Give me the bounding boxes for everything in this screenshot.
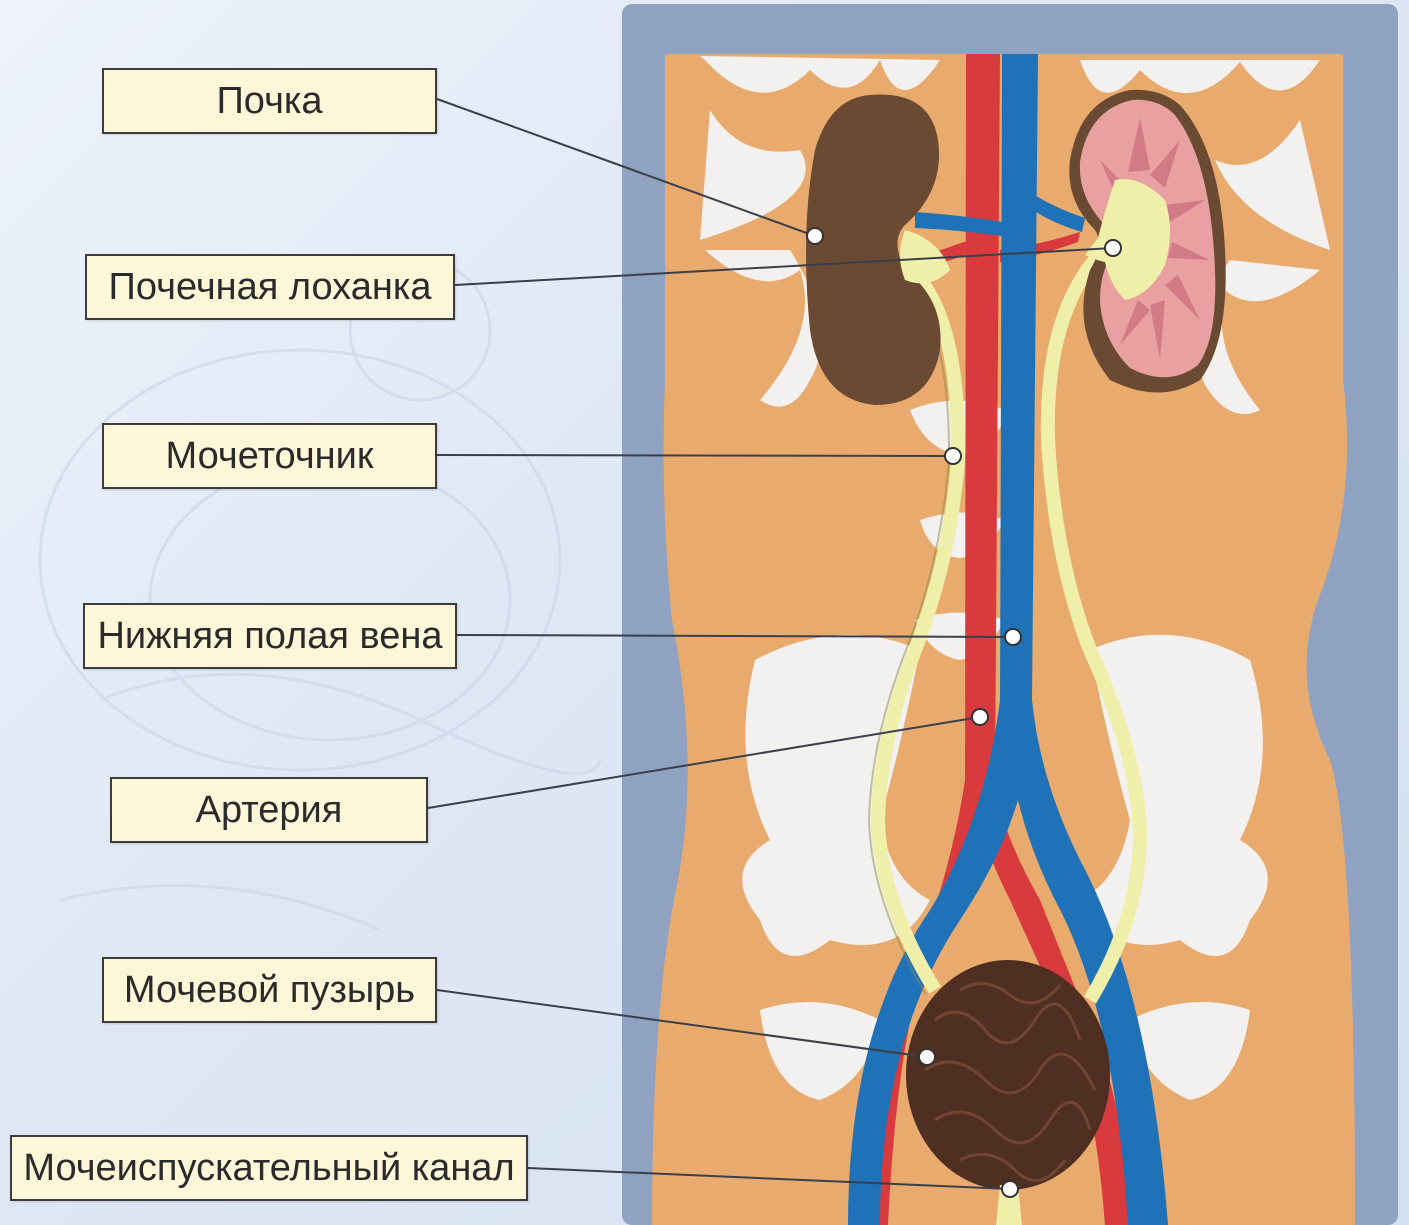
label-artery: Артерия [110, 777, 428, 843]
label-bladder: Мочевой пузырь [102, 957, 437, 1023]
artery-marker [972, 709, 988, 725]
vena-cava-marker [1005, 629, 1021, 645]
kidney-marker [807, 228, 823, 244]
label-kidney: Почка [102, 68, 437, 134]
label-vena-cava: Нижняя полая вена [83, 603, 457, 669]
renal-pelvis-marker [1105, 240, 1121, 256]
urethra-marker [1002, 1181, 1018, 1197]
label-ureter: Мочеточник [102, 423, 437, 489]
label-renal-pelvis: Почечная лоханка [85, 254, 455, 320]
ureter-marker [945, 448, 961, 464]
bladder-marker [919, 1049, 935, 1065]
label-urethra: Мочеиспускательный канал [10, 1135, 528, 1201]
